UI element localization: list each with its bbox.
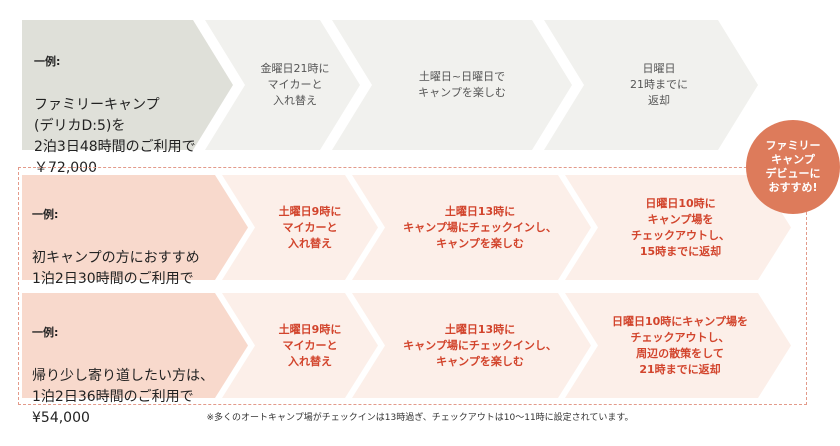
row-1-step-3-shape [544, 20, 758, 150]
row-3-step-3-text: 日曜日10時にキャンプ場を チェックアウトし、 周辺の散策をして 21時までに返… [612, 314, 748, 376]
row-2-example-label: 一例: [32, 208, 59, 221]
row-3-step-1-text: 土曜日9時に マイカーと 入れ替え [278, 322, 342, 368]
row-3-step-2-shape [352, 293, 591, 398]
row-3-step-1-shape [222, 293, 378, 398]
row-1-plan-text: ファミリーキャンプ (デリカD:5)を 2泊3日48時間のご利用で ￥72,00… [34, 97, 196, 176]
row-3-step-2-text: 土曜日13時に キャンプ場にチェックインし、 キャンプを楽しむ [403, 322, 557, 368]
row-3-chevrons [22, 293, 791, 398]
row-3-lead: 一例: 帰り少し寄り道したい方は、 1泊2日36時間のご利用で ¥54,000 [32, 305, 214, 428]
recommendation-badge: ファミリー キャンプ デビューに おすすめ! [746, 120, 840, 214]
row-3-lead-shape [22, 293, 248, 398]
row-3-step-2: 土曜日13時に キャンプ場にチェックインし、 キャンプを楽しむ [385, 293, 575, 398]
row-3-step-3: 日曜日10時にキャンプ場を チェックアウトし、 周辺の散策をして 21時までに返… [595, 293, 765, 398]
row-2-step-1-shape [222, 175, 378, 280]
row-1-step-2-shape [332, 20, 572, 150]
recommended-frame [18, 167, 807, 405]
row-2-lead-shape [22, 175, 248, 280]
row-1-chevrons [22, 20, 758, 150]
plan-row-3: 一例: 帰り少し寄り道したい方は、 1泊2日36時間のご利用で ¥54,000 … [0, 293, 840, 426]
row-1-step-2: 土曜日~日曜日で キャンプを楽しむ [372, 20, 552, 150]
row-3-plan-text: 帰り少し寄り道したい方は、 1泊2日36時間のご利用で ¥54,000 [32, 368, 214, 426]
row-2-step-3-shape [565, 175, 791, 280]
row-2-chevrons [22, 175, 791, 280]
row-2-step-1: 土曜日9時に マイカーと 入れ替え [255, 175, 365, 280]
row-2-step-3: 日曜日10時に キャンプ場を チェックアウトし、 15時までに返却 [598, 175, 763, 280]
row-2-step-3-text: 日曜日10時に キャンプ場を チェックアウトし、 15時までに返却 [631, 196, 730, 258]
row-3-example-label: 一例: [32, 326, 59, 339]
row-2-lead: 一例: 初キャンプの方におすすめ 1泊2日30時間のご利用で ¥45,000 [32, 187, 200, 310]
row-1-step-1-shape [205, 20, 360, 150]
row-1-step-2-text: 土曜日~日曜日で キャンプを楽しむ [418, 70, 506, 99]
plan-row-2: 一例: 初キャンプの方におすすめ 1泊2日30時間のご利用で ¥45,000 土… [0, 175, 840, 308]
row-2-step-1-text: 土曜日9時に マイカーと 入れ替え [278, 204, 342, 250]
row-1-step-1-text: 金曜日21時に マイカーと 入れ替え [260, 62, 330, 107]
row-1-lead-shape [22, 20, 233, 150]
badge-text: ファミリー キャンプ デビューに おすすめ! [765, 139, 821, 194]
row-3-step-3-shape [565, 293, 791, 398]
footnote: ※多くのオートキャンプ場がチェックインは13時過ぎ、チェックアウトは10〜11時… [206, 413, 634, 423]
row-1-step-1: 金曜日21時に マイカーと 入れ替え [245, 20, 345, 150]
row-3-step-1: 土曜日9時に マイカーと 入れ替え [255, 293, 365, 398]
row-2-step-2-shape [352, 175, 591, 280]
row-1-example-label: 一例: [34, 55, 61, 68]
row-1-step-3-text: 日曜日 21時までに 返却 [630, 62, 688, 107]
row-2-step-2: 土曜日13時に キャンプ場にチェックインし、 キャンプを楽しむ [385, 175, 575, 280]
plan-row-1: 一例: ファミリーキャンプ (デリカD:5)を 2泊3日48時間のご利用で ￥7… [0, 20, 840, 176]
row-1-step-3: 日曜日 21時までに 返却 [584, 20, 734, 150]
row-2-step-2-text: 土曜日13時に キャンプ場にチェックインし、 キャンプを楽しむ [403, 204, 557, 250]
row-1-lead: 一例: ファミリーキャンプ (デリカD:5)を 2泊3日48時間のご利用で ￥7… [34, 34, 196, 178]
